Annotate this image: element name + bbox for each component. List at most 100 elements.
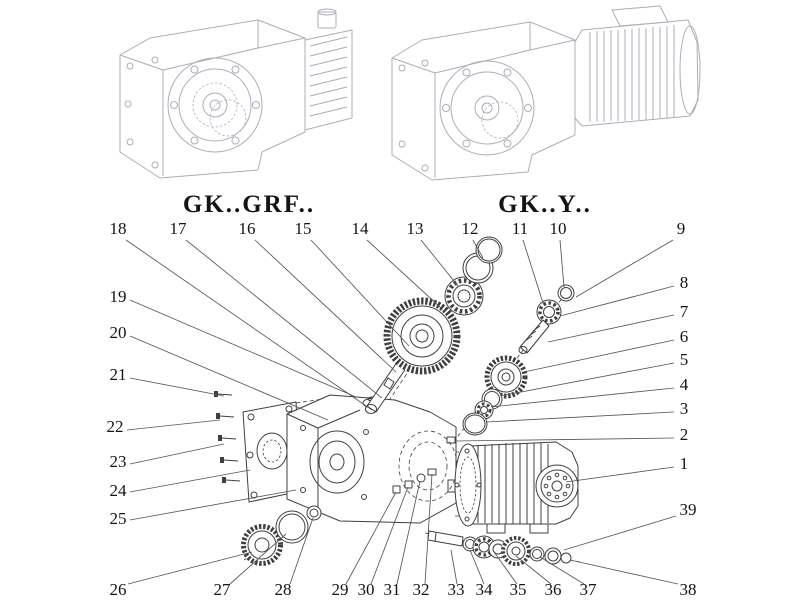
leader-line-13 (420, 239, 459, 287)
callout-8: 8 (680, 273, 689, 292)
callout-24: 24 (110, 481, 128, 500)
callout-23: 23 (110, 452, 127, 471)
callout-20: 20 (110, 323, 127, 342)
leader-line-18 (125, 239, 373, 411)
callout-25: 25 (110, 509, 127, 528)
motor-drawing (574, 5, 701, 127)
leader-line-27 (229, 533, 287, 585)
output-face-y (439, 60, 535, 156)
mounting-bolts (214, 391, 241, 483)
callout-4: 4 (680, 375, 689, 394)
callout-7: 7 (680, 302, 689, 321)
callout-32: 32 (413, 580, 430, 599)
leader-line-10 (559, 239, 565, 288)
callout-21: 21 (110, 365, 127, 384)
callout-28: 28 (275, 580, 292, 599)
callout-36: 36 (545, 580, 562, 599)
leader-line-16 (254, 239, 397, 373)
input-shaft-assembly (365, 236, 503, 414)
variant-label-grf: GK..GRF.. (183, 191, 315, 218)
variant-labels: GK..GRF.. GK..Y.. (183, 191, 592, 218)
variant-label-y: GK..Y.. (498, 191, 592, 218)
callout-38: 38 (680, 580, 697, 599)
leader-line-38 (569, 559, 679, 585)
leader-line-20 (129, 335, 329, 421)
leader-line-6 (523, 339, 675, 373)
leader-line-15 (310, 239, 410, 347)
leader-line-39 (563, 515, 677, 551)
leader-line-21 (129, 377, 225, 397)
leader-line-30 (370, 486, 409, 585)
leader-line-34 (469, 549, 485, 585)
leader-line-22 (126, 419, 221, 431)
leader-line-8 (559, 285, 675, 317)
callout-9: 9 (677, 219, 686, 238)
gearbox-drawing-y (391, 5, 701, 181)
leader-line-28 (289, 517, 314, 585)
callout-18: 18 (110, 219, 127, 238)
callout-16: 16 (239, 219, 256, 238)
leader-line-23 (129, 443, 225, 465)
callout-10: 10 (550, 219, 567, 238)
leader-line-31 (396, 480, 421, 585)
motor-foot (486, 524, 506, 534)
callout-22: 22 (107, 417, 124, 436)
leader-line-36 (515, 555, 552, 585)
motor-foot (529, 524, 549, 534)
callout-11: 11 (512, 219, 528, 238)
ribbed-input-cover (304, 8, 353, 131)
callout-37: 37 (580, 580, 598, 599)
callout-34: 34 (476, 580, 494, 599)
gear-housing (286, 394, 458, 524)
callout-35: 35 (510, 580, 527, 599)
callout-14: 14 (352, 219, 370, 238)
callout-5: 5 (680, 350, 689, 369)
leader-line-19 (129, 299, 357, 398)
leader-line-35 (493, 551, 518, 585)
leader-line-33 (450, 549, 458, 585)
fan-cover (535, 464, 579, 508)
leader-line-2 (454, 437, 675, 442)
electric-motor (447, 441, 579, 534)
leader-line-9 (575, 239, 674, 298)
callout-1: 1 (680, 454, 689, 473)
callout-26: 26 (110, 580, 127, 599)
leader-line-12 (472, 239, 484, 259)
callout-13: 13 (407, 219, 424, 238)
leader-line-5 (499, 362, 675, 397)
leader-line-11 (522, 239, 544, 304)
callout-12: 12 (462, 219, 479, 238)
callout-39: 39 (680, 500, 697, 519)
output-face-grf (167, 57, 263, 153)
exploded-view (214, 236, 581, 566)
callout-15: 15 (295, 219, 312, 238)
terminal-box (611, 5, 669, 27)
leader-line-26 (127, 551, 253, 585)
callout-33: 33 (448, 580, 465, 599)
leader-line-32 (424, 473, 433, 585)
callout-2: 2 (680, 425, 689, 444)
leader-line-7 (547, 314, 675, 343)
callout-29: 29 (332, 580, 349, 599)
leader-line-29 (345, 491, 397, 585)
callout-30: 30 (358, 580, 375, 599)
bottom-gear-set (241, 505, 322, 566)
leader-line-37 (539, 556, 585, 585)
leader-line-24 (129, 469, 251, 493)
leader-line-1 (565, 466, 675, 483)
leader-line-14 (366, 239, 442, 309)
motor-shaft-stub (447, 479, 456, 493)
vent-plug (446, 436, 456, 444)
gearbox-drawing-grf (119, 8, 353, 179)
output-shaft-parts (427, 530, 572, 566)
leader-line-3 (485, 411, 675, 423)
leader-line-25 (129, 489, 297, 521)
leader-line-4 (490, 387, 675, 408)
callout-19: 19 (110, 287, 127, 306)
callout-27: 27 (214, 580, 232, 599)
leader-line-17 (185, 239, 383, 399)
callout-31: 31 (384, 580, 401, 599)
